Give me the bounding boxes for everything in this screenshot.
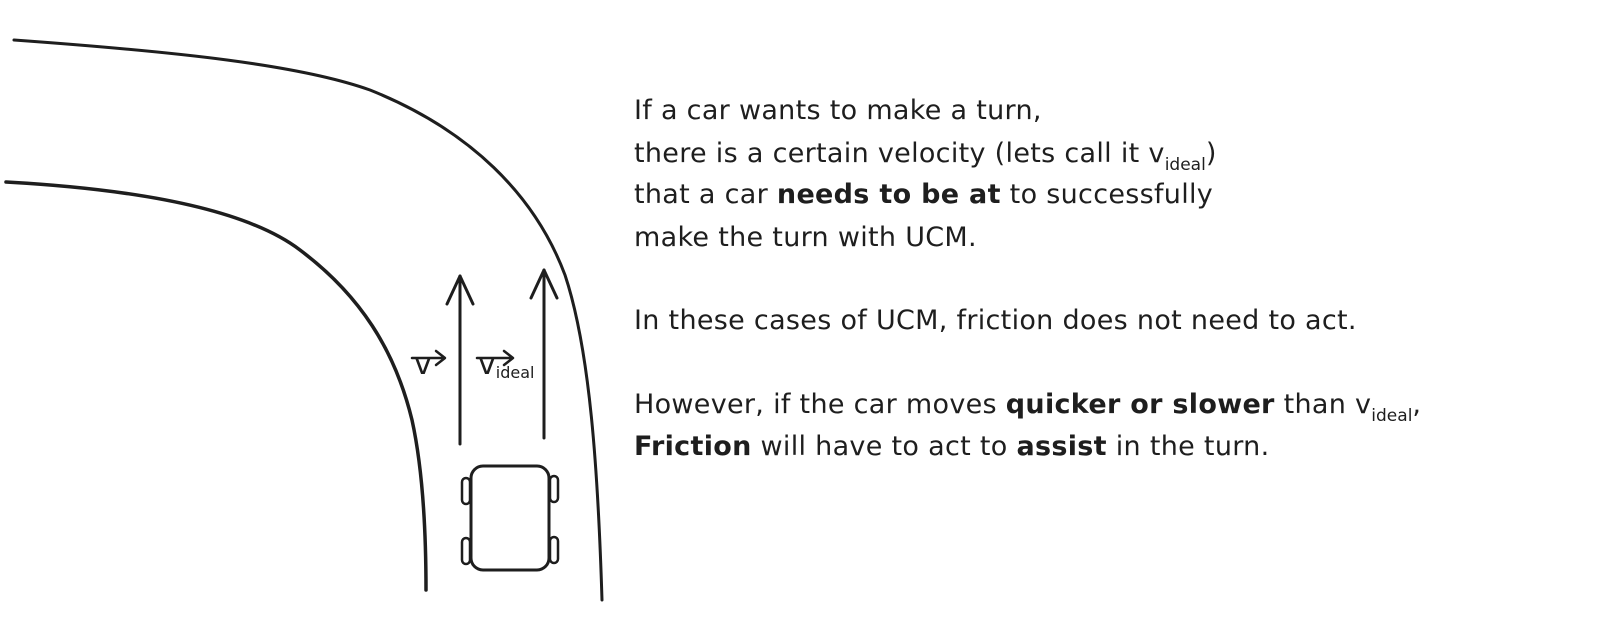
p1-l2-post: ) (1205, 138, 1217, 169)
label-v: v (414, 347, 432, 382)
p1-l3-bold: needs to be at (776, 179, 1001, 210)
paragraph-3-line-2: Friction will have to act to assist in t… (634, 426, 1269, 468)
velocity-arrow-videal-head (529, 268, 559, 300)
paragraph-1-line-3: that a car needs to be at to successfull… (634, 174, 1213, 216)
car-icon (460, 464, 560, 572)
velocity-arrow-v-head (445, 274, 475, 306)
road-inner-edge (4, 180, 428, 592)
label-videal: videal (478, 347, 534, 382)
label-v-char: v (414, 347, 432, 382)
p3-l1-mid: than v (1274, 389, 1372, 420)
p1-l2-pre: there is a certain velocity (lets call i… (634, 138, 1165, 169)
p1-l3-post: to successfully (1000, 179, 1214, 210)
paragraph-2-line-1: In these cases of UCM, friction does not… (634, 300, 1357, 342)
p3-l2-bold-1: Friction (634, 431, 752, 462)
p3-l2-bold-2: assist (1016, 431, 1107, 462)
p1-l1: If a car wants to make a turn, (634, 95, 1042, 126)
paragraph-1-line-1: If a car wants to make a turn, (634, 90, 1042, 132)
p3-l2-post: in the turn. (1106, 431, 1270, 462)
vector-hat-v (410, 349, 447, 367)
paragraph-1-line-2: there is a certain velocity (lets call i… (634, 133, 1217, 178)
p3-l1-pre: However, if the car moves (634, 389, 1006, 420)
paragraph-1-line-4: make the turn with UCM. (634, 217, 977, 259)
p3-l2-mid: will have to act to (751, 431, 1017, 462)
p1-l4: make the turn with UCM. (634, 222, 977, 253)
p3-l1-post: , (1412, 389, 1422, 420)
p3-l1-bold: quicker or slower (1005, 389, 1275, 420)
p1-l3-pre: that a car (634, 179, 777, 210)
paragraph-3-line-1: However, if the car moves quicker or slo… (634, 384, 1421, 429)
p1-l2-sub: ideal (1164, 155, 1206, 175)
vector-hat-videal (475, 349, 515, 367)
label-videal-char: v (478, 347, 496, 382)
p2-l1: In these cases of UCM, friction does not… (634, 305, 1357, 336)
p3-l1-sub: ideal (1371, 406, 1413, 426)
road-outer-edge (12, 38, 604, 602)
label-videal-sub: ideal (495, 363, 535, 382)
